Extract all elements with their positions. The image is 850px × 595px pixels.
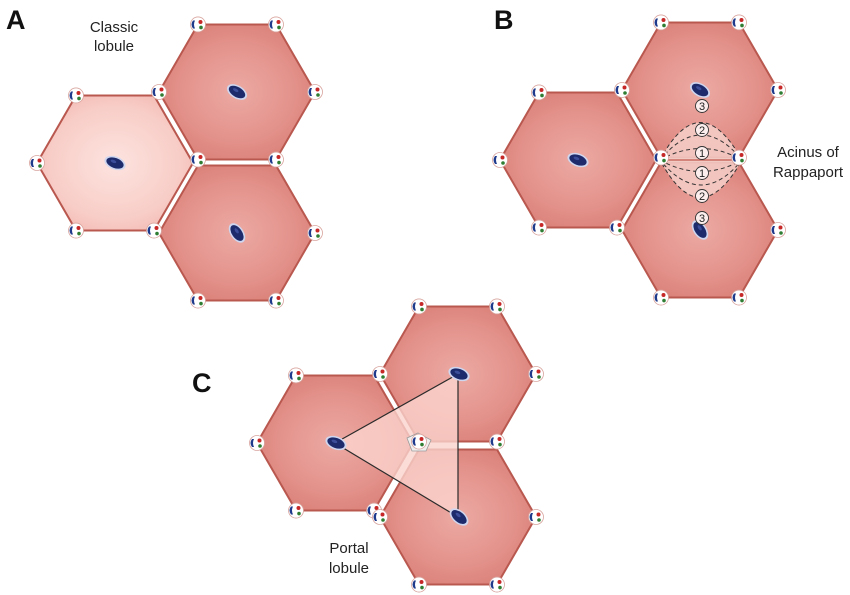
portal-triad-icon — [372, 366, 388, 382]
panel-b-caption-line-1: Acinus of — [777, 144, 840, 161]
panel-b: B 3 2 1 1 2 3 Acinus of Rappaport — [492, 5, 844, 306]
panel-a-letter: A — [6, 5, 26, 35]
portal-triad-icon — [489, 576, 505, 593]
panel-b-letter: B — [494, 5, 514, 35]
zone-label: 3 — [695, 99, 709, 113]
svg-text:2: 2 — [699, 125, 705, 137]
panel-c: C Portal lobule — [192, 298, 544, 593]
portal-triad-icon — [411, 576, 427, 593]
central-vein-icon — [228, 223, 246, 243]
panel-a-caption-line-1: Classic — [90, 19, 139, 36]
portal-triad-icon — [190, 292, 206, 309]
portal-triad-icon — [731, 14, 747, 31]
svg-text:3: 3 — [699, 213, 705, 225]
central-vein-icon — [691, 220, 709, 240]
svg-text:1: 1 — [699, 168, 705, 180]
portal-triad-icon — [411, 298, 427, 315]
panel-c-letter: C — [192, 368, 212, 398]
portal-triads — [29, 16, 323, 309]
portal-triad-icon — [288, 502, 304, 519]
panel-b-caption-line-2: Rappaport — [773, 164, 844, 181]
portal-triad-icon — [68, 222, 84, 239]
portal-triads — [249, 298, 544, 593]
portal-triad-icon — [68, 87, 84, 104]
portal-triad-icon — [770, 222, 786, 238]
portal-triad-icon — [531, 219, 547, 236]
portal-triad-icon — [731, 289, 747, 306]
portal-triad-icon — [268, 16, 284, 33]
central-vein-icon — [325, 435, 347, 451]
lobule-upper — [158, 23, 316, 161]
portal-triad-icon — [492, 152, 508, 168]
portal-triad-icon — [307, 84, 323, 100]
svg-text:1: 1 — [699, 148, 705, 160]
portal-triad-icon — [372, 509, 388, 525]
portal-triad-icon — [190, 151, 206, 168]
portal-triad-icon — [531, 84, 547, 101]
portal-triad-icon — [29, 155, 45, 171]
portal-triad-icon — [249, 435, 265, 451]
portal-triad-icon — [609, 219, 625, 236]
zone-label: 1 — [695, 166, 709, 180]
portal-triad-icon — [190, 16, 206, 33]
portal-triad-icon — [731, 149, 747, 166]
lobule-lower — [158, 164, 316, 302]
zone-label: 1 — [695, 146, 709, 160]
portal-triad-icon — [489, 298, 505, 315]
portal-triad-icon — [307, 225, 323, 241]
portal-triad-icon — [653, 14, 669, 31]
portal-triad-icon — [770, 82, 786, 98]
panel-c-caption-line-1: Portal — [329, 540, 368, 557]
central-vein-icon — [567, 152, 589, 168]
central-vein-icon — [104, 155, 126, 171]
svg-text:2: 2 — [699, 191, 705, 203]
panel-a: A Classic lobule — [6, 5, 323, 309]
portal-triad-icon — [528, 509, 544, 525]
zone-label: 2 — [695, 123, 709, 137]
svg-text:3: 3 — [699, 101, 705, 113]
portal-triad-icon — [268, 292, 284, 309]
central-vein-icon — [449, 508, 469, 526]
portal-triad-icon — [411, 433, 427, 450]
zone-label: 3 — [695, 211, 709, 225]
central-vein-icon — [226, 84, 248, 100]
lobule-left — [499, 91, 657, 229]
portal-triad-icon — [151, 84, 167, 100]
central-vein-icon — [689, 82, 711, 98]
portal-triad-icon — [653, 149, 669, 166]
panel-a-caption-line-2: lobule — [94, 38, 134, 55]
acinus-zones: 3 2 1 1 2 3 — [695, 99, 709, 225]
portal-triad-icon — [146, 222, 162, 239]
portal-triad-icon — [288, 367, 304, 384]
portal-triads — [492, 14, 786, 306]
portal-triad-icon — [528, 366, 544, 382]
zone-label: 2 — [695, 189, 709, 203]
portal-triad-icon — [614, 82, 630, 98]
portal-triad-icon — [489, 433, 505, 450]
portal-triad-icon — [268, 151, 284, 168]
portal-lobule-triangle — [333, 372, 459, 519]
central-vein-icon — [448, 366, 470, 382]
portal-triad-icon — [653, 289, 669, 306]
lobule-left-highlighted — [36, 94, 194, 232]
panel-c-caption-line-2: lobule — [329, 560, 369, 577]
